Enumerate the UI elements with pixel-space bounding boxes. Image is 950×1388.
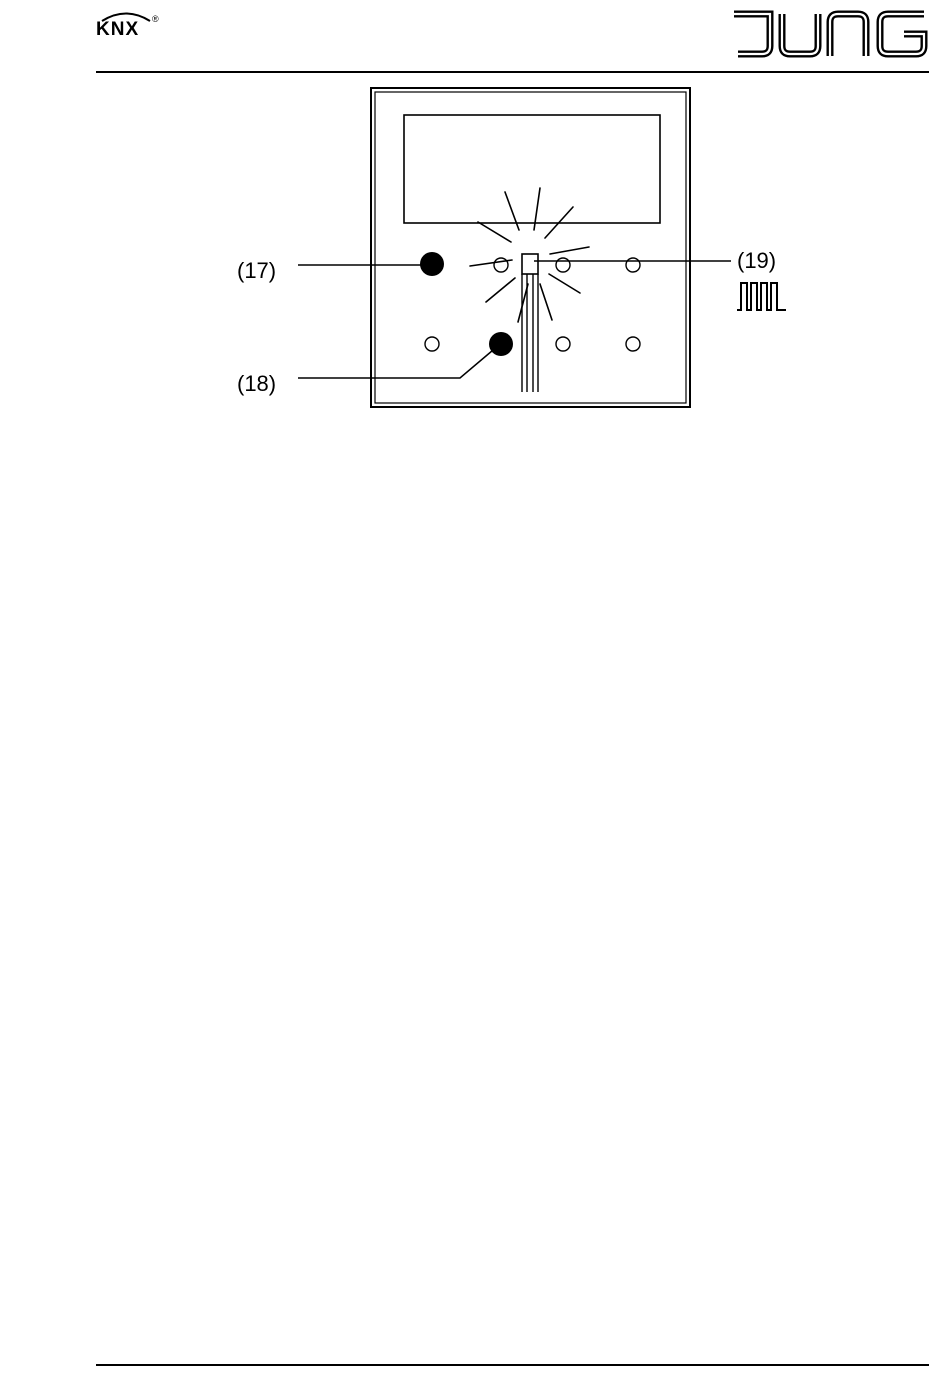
device-figure: (17) (18) (19) — [0, 0, 950, 430]
display-window — [404, 115, 660, 223]
button-bottom-2-pressed — [489, 332, 513, 356]
callout-label-17: (17) — [237, 258, 276, 283]
button-top-3 — [556, 258, 570, 272]
button-top-4 — [626, 258, 640, 272]
programming-led — [522, 254, 538, 274]
device-inner-frame — [375, 92, 686, 403]
button-bottom-1 — [425, 337, 439, 351]
button-bottom-3 — [556, 337, 570, 351]
footer-rule — [96, 1364, 929, 1366]
stylus-icon — [522, 274, 538, 392]
callout-line-18 — [298, 345, 499, 378]
button-top-1-pressed — [420, 252, 444, 276]
blinking-led-signal-icon — [737, 283, 786, 310]
callout-label-18: (18) — [237, 371, 276, 396]
device-outer-frame — [371, 88, 690, 407]
button-bottom-4 — [626, 337, 640, 351]
callout-label-19: (19) — [737, 248, 776, 273]
